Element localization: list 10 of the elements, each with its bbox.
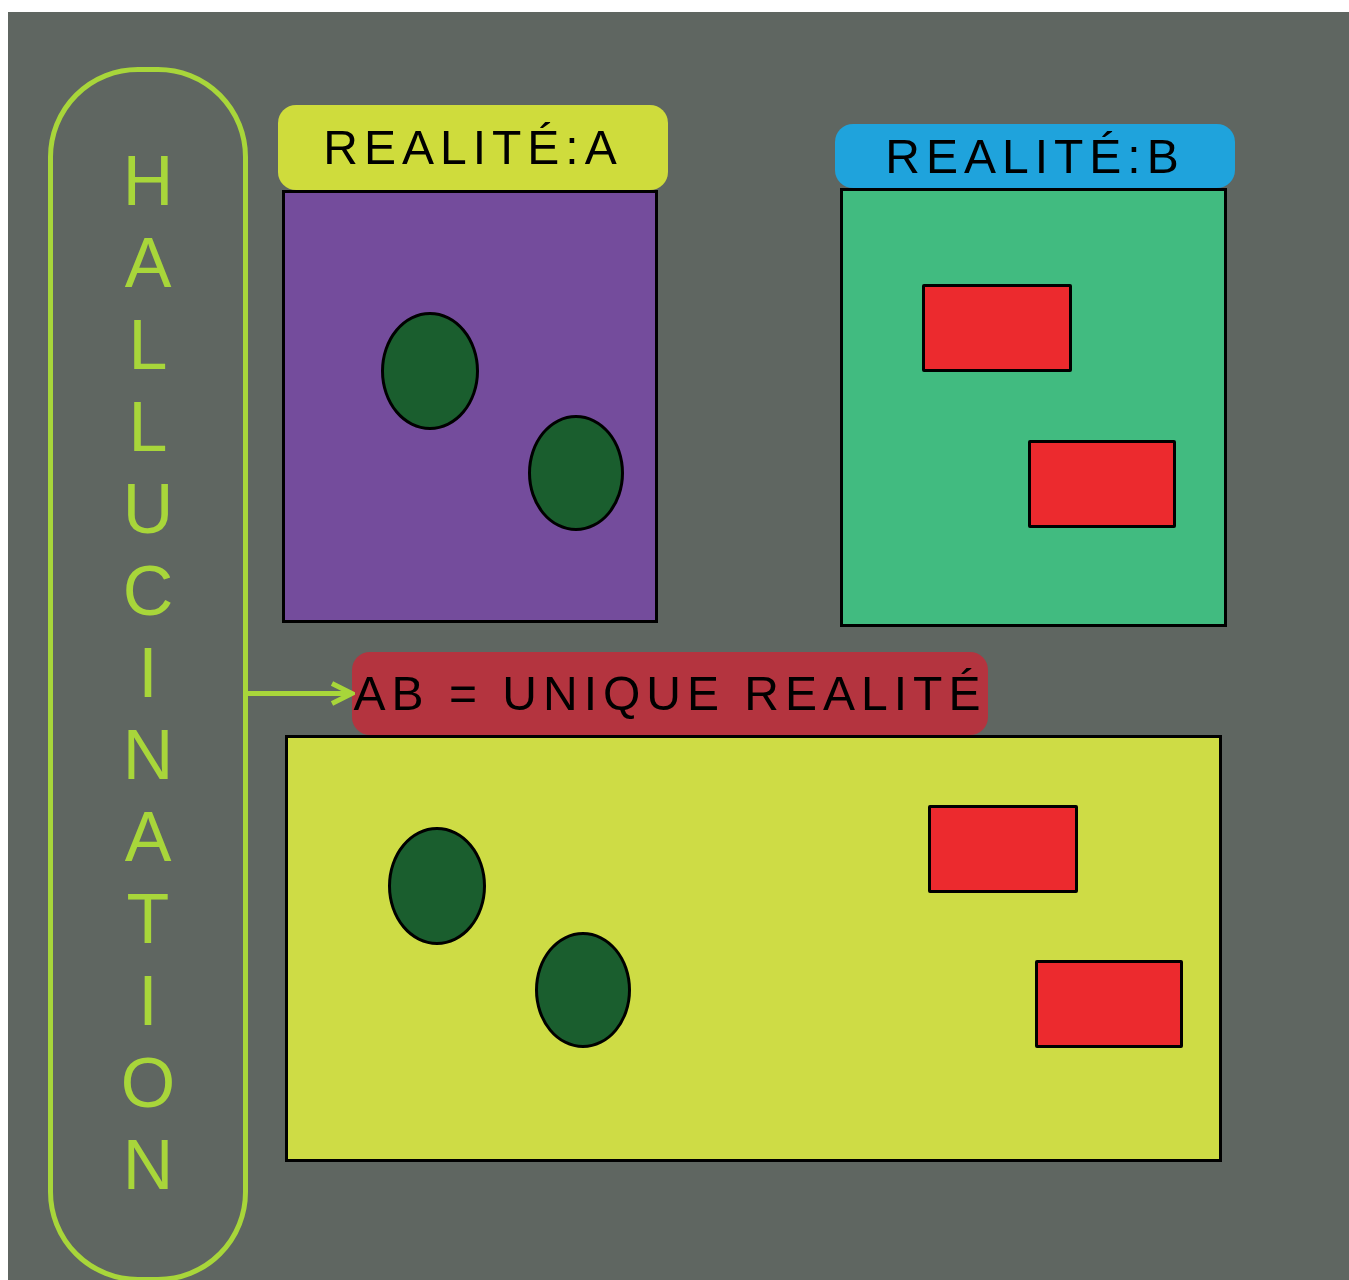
rounded-outline bbox=[48, 67, 248, 1280]
heading-label: AB = UNIQUE REALITÉ bbox=[352, 652, 988, 735]
rectangle-shape bbox=[1028, 440, 1176, 528]
heading-label: REALITÉ:B bbox=[835, 124, 1235, 188]
rectangle-shape bbox=[922, 284, 1072, 372]
vertical-label: HALLUCINATION bbox=[108, 141, 188, 1208]
heading-label: REALITÉ:A bbox=[278, 105, 668, 190]
rectangle-shape bbox=[928, 805, 1078, 893]
arrow bbox=[248, 681, 355, 706]
rectangle-shape bbox=[1035, 960, 1183, 1048]
